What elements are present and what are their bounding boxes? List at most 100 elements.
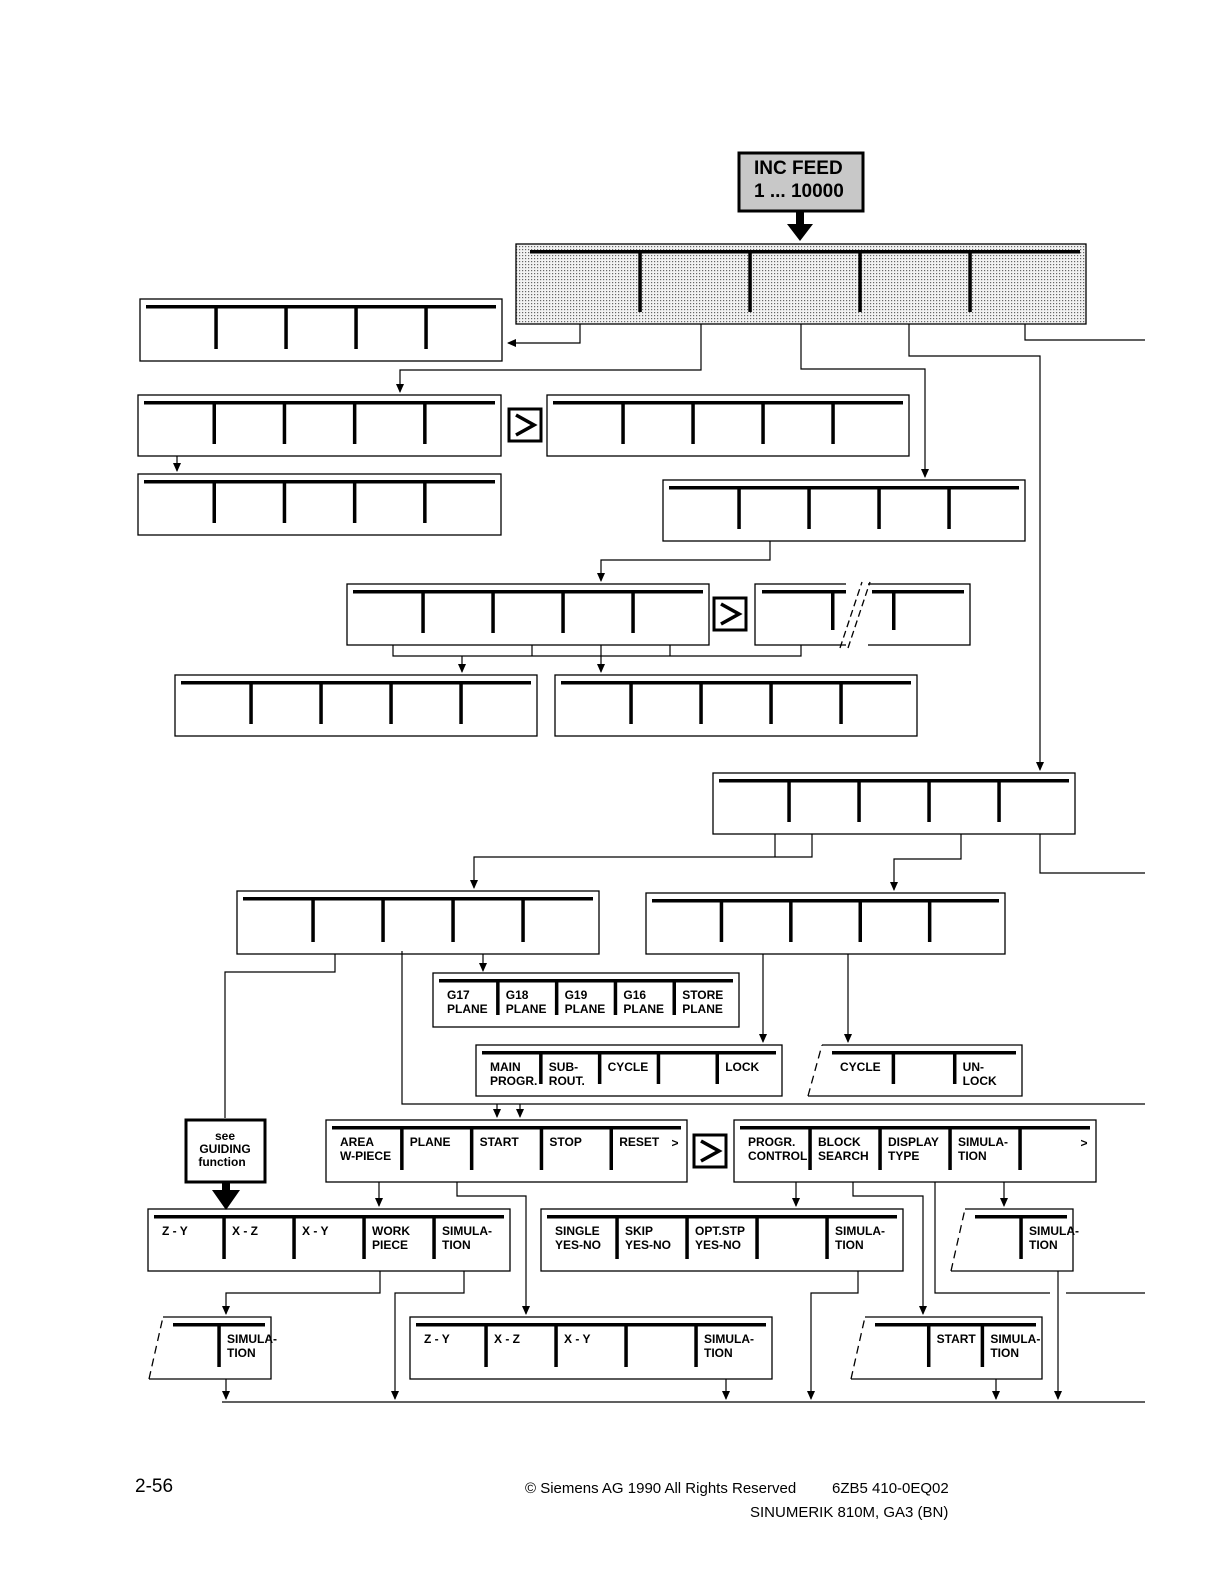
view-select-sim-bar-label-1-1: Z - Y [424, 1332, 450, 1346]
program-select-bar-label-5-1: LOCK [725, 1060, 759, 1074]
guiding-note-box: see GUIDING function [184, 1118, 267, 1184]
view-select-bar-label-1-1: Z - Y [162, 1224, 188, 1238]
more-button-3 [692, 1133, 728, 1169]
plane-select-bar-label-3-2: PLANE [565, 1002, 606, 1016]
guiding-note-line1: see [215, 1129, 235, 1143]
plane-select-bar-label-1-2: PLANE [447, 1002, 488, 1016]
softkey-bar-i [554, 674, 918, 737]
single-block-bar-label-2-1: SKIP [625, 1224, 653, 1238]
start-simulation-bar-label-2-1: START [937, 1332, 977, 1346]
inc-feed-box: INC FEED 1 ... 10000 [737, 151, 865, 213]
area-workpiece-bar-label-5-1: RESET [619, 1135, 660, 1149]
page-number: 2-56 [135, 1476, 174, 1497]
area-workpiece-bar-label-2-1: PLANE [410, 1135, 451, 1149]
inc-feed-line2: 1 ... 10000 [754, 181, 844, 202]
view-select-bar-label-2-1: X - Z [232, 1224, 258, 1238]
plane-select-bar-label-3-1: G19 [565, 988, 588, 1002]
program-control-bar-label-1-1: PROGR. [748, 1135, 795, 1149]
view-select-bar-label-3-1: X - Y [302, 1224, 328, 1238]
view-select-bar-label-5-1: SIMULA- [442, 1224, 492, 1238]
plane-select-bar-label-4-2: PLANE [623, 1002, 664, 1016]
softkey-bar-j [712, 772, 1076, 835]
program-control-bar-label-2-2: SEARCH [818, 1149, 869, 1163]
area-workpiece-bar-label-4-1: STOP [549, 1135, 581, 1149]
softkey-bar-d [137, 473, 502, 536]
view-select-sim-bar-label-2-1: X - Z [494, 1332, 520, 1346]
simulation-bar-left: SIMULA-TION [148, 1316, 277, 1380]
area-workpiece-bar-more-indicator: > [671, 1136, 678, 1150]
simulation-bar-right-label-2-1: SIMULA- [1029, 1224, 1079, 1238]
program-select-bar-label-2-2: ROUT. [549, 1074, 585, 1088]
single-block-bar-label-5-1: SIMULA- [835, 1224, 885, 1238]
program-control-bar-label-3-1: DISPLAY [888, 1135, 939, 1149]
single-block-bar: SINGLEYES-NOSKIPYES-NOOPT.STPYES-NOSIMUL… [540, 1208, 904, 1272]
program-control-bar: PROGR.CONTROLBLOCKSEARCHDISPLAYTYPESIMUL… [733, 1119, 1097, 1183]
single-block-bar-label-1-1: SINGLE [555, 1224, 600, 1238]
plane-select-bar-label-2-2: PLANE [506, 1002, 547, 1016]
guiding-arrow [212, 1182, 240, 1210]
softkey-bar-f [346, 583, 710, 646]
area-workpiece-bar-label-3-1: START [480, 1135, 520, 1149]
guiding-note-line3: function [198, 1155, 245, 1169]
program-select-bar-label-2-1: SUB- [549, 1060, 578, 1074]
top-softkey-bar [515, 243, 1087, 325]
plane-select-bar-label-5-1: STORE [682, 988, 723, 1002]
single-block-bar-label-5-2: TION [835, 1238, 864, 1252]
single-block-bar-label-1-2: YES-NO [555, 1238, 601, 1252]
program-select-bar-label-1-2: PROGR. [490, 1074, 537, 1088]
program-control-bar-label-4-1: SIMULA- [958, 1135, 1008, 1149]
cycle-lock-bar-label-3-1: UN- [963, 1060, 984, 1074]
softkey-bar-c [546, 394, 910, 457]
program-select-bar-label-1-1: MAIN [490, 1060, 521, 1074]
single-block-bar-label-3-2: YES-NO [695, 1238, 741, 1252]
softkey-bar-g-split [754, 578, 971, 651]
program-control-bar-label-4-2: TION [958, 1149, 987, 1163]
area-workpiece-bar-label-1-2: W-PIECE [340, 1149, 391, 1163]
copyright-notice: © Siemens AG 1990 All Rights Reserved [525, 1480, 797, 1497]
softkey-bar-e [662, 479, 1026, 542]
plane-select-bar-label-2-1: G18 [506, 988, 529, 1002]
view-select-sim-bar-label-5-2: TION [704, 1346, 733, 1360]
simulation-bar-left-label-2-2: TION [227, 1346, 256, 1360]
program-control-bar-label-2-1: BLOCK [818, 1135, 861, 1149]
program-control-bar-label-3-2: TYPE [888, 1149, 919, 1163]
view-select-sim-bar-label-5-1: SIMULA- [704, 1332, 754, 1346]
softkey-bar-b [137, 394, 502, 457]
simulation-bar-right-label-2-2: TION [1029, 1238, 1058, 1252]
cycle-lock-bar-label-1-1: CYCLE [840, 1060, 881, 1074]
start-simulation-bar-label-3-1: SIMULA- [990, 1332, 1040, 1346]
view-select-sim-bar-label-3-1: X - Y [564, 1332, 590, 1346]
softkey-bar-h [174, 674, 538, 737]
order-number: 6ZB5 410-0EQ02 [832, 1480, 949, 1497]
cycle-lock-bar-label-3-2: LOCK [963, 1074, 997, 1088]
softkey-bar-k [236, 890, 600, 955]
program-control-bar-more-indicator: > [1080, 1136, 1087, 1150]
manual-title: SINUMERIK 810M, GA3 (BN) [750, 1504, 949, 1521]
guiding-note-line2: GUIDING [199, 1142, 250, 1156]
more-button-1 [507, 407, 543, 443]
inc-feed-arrow [787, 211, 813, 241]
view-select-bar-label-5-2: TION [442, 1238, 471, 1252]
single-block-bar-label-3-1: OPT.STP [695, 1224, 745, 1238]
softkey-bar-l [645, 892, 1006, 955]
plane-select-bar-label-4-1: G16 [623, 988, 646, 1002]
more-button-2 [712, 596, 748, 632]
softkey-boxes: G17PLANEG18PLANEG19PLANEG16PLANESTOREPLA… [137, 243, 1097, 1380]
simulation-bar-left-label-2-1: SIMULA- [227, 1332, 277, 1346]
program-select-bar-label-3-1: CYCLE [608, 1060, 649, 1074]
view-select-bar-label-4-1: WORK [372, 1224, 410, 1238]
single-block-bar-label-2-2: YES-NO [625, 1238, 671, 1252]
plane-select-bar-label-5-2: PLANE [682, 1002, 723, 1016]
connector-lines [173, 324, 1145, 1403]
plane-select-bar-label-1-1: G17 [447, 988, 470, 1002]
area-workpiece-bar-label-1-1: AREA [340, 1135, 374, 1149]
view-select-sim-bar: Z - Y X - Z X - Y SIMULA-TION [409, 1316, 773, 1380]
inc-feed-line1: INC FEED [754, 158, 843, 179]
view-select-bar-label-4-2: PIECE [372, 1238, 408, 1252]
cycle-lock-bar: CYCLE UN-LOCK [807, 1044, 1023, 1097]
